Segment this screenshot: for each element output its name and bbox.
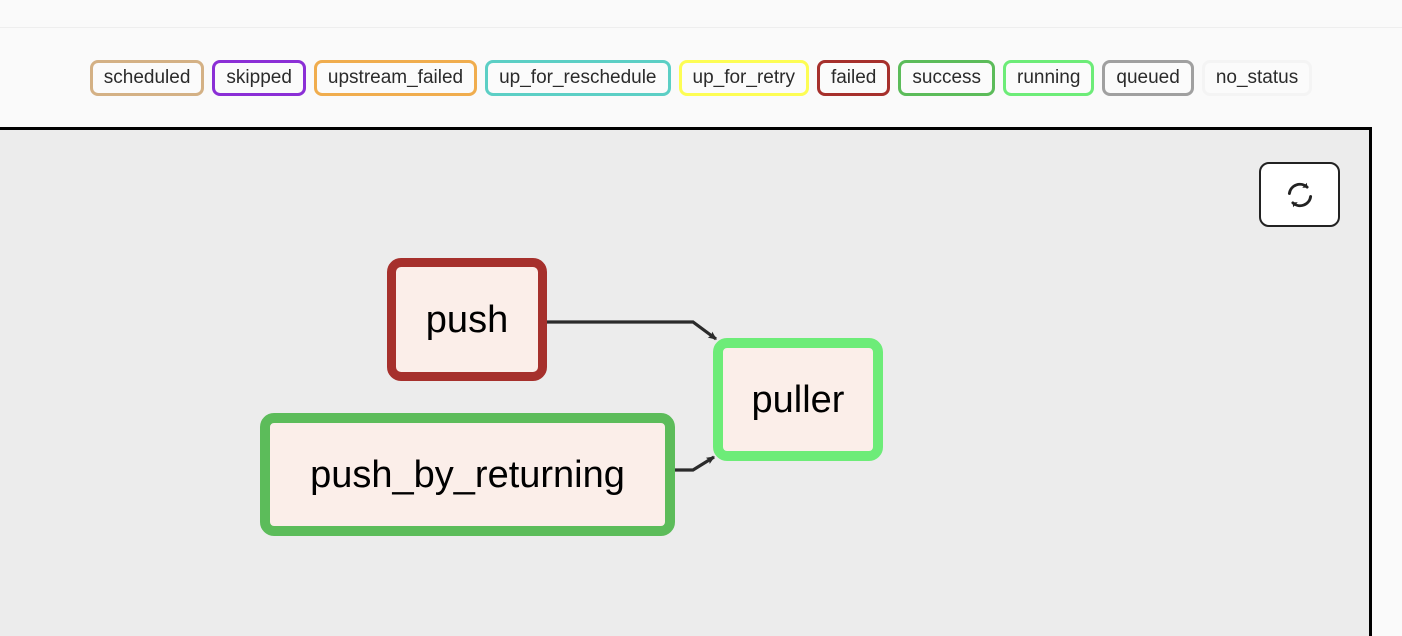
legend-badge-up_for_reschedule[interactable]: up_for_reschedule — [485, 59, 671, 96]
legend-badge-label: skipped — [226, 67, 292, 88]
legend-badge-skipped[interactable]: skipped — [212, 59, 306, 96]
legend-badge-no_status[interactable]: no_status — [1201, 59, 1313, 96]
legend-badge-label: no_status — [1215, 67, 1299, 88]
graph-node-label: push_by_returning — [310, 453, 625, 496]
legend-badge-label: scheduled — [103, 67, 191, 88]
graph-node-push[interactable]: push — [387, 258, 547, 381]
legend-badge-label: running — [1017, 67, 1081, 88]
edge-push-to-puller — [546, 320, 717, 341]
task-status-legend: scheduled skipped upstream_failed up_for_re… — [0, 28, 1402, 127]
legend-badge-label: failed — [830, 67, 877, 88]
graph-node-label: puller — [751, 378, 845, 421]
legend-badge-label: up_for_reschedule — [499, 67, 657, 88]
graph-node-push_by_returning[interactable]: push_by_returning — [260, 413, 675, 536]
refresh-button[interactable] — [1259, 162, 1340, 227]
header-divider — [0, 27, 1402, 28]
legend-badge-label: success — [912, 67, 982, 88]
graph-panel[interactable]: push puller push_by_returning — [0, 127, 1372, 636]
legend-badge-success[interactable]: success — [898, 59, 996, 96]
legend-badge-label: queued — [1116, 67, 1180, 88]
graph-node-label: push — [425, 298, 509, 341]
legend-badge-label: up_for_retry — [692, 67, 795, 88]
edge-push_by_returning-to-puller — [672, 455, 716, 472]
legend-badge-up_for_retry[interactable]: up_for_retry — [678, 59, 809, 96]
graph-node-puller[interactable]: puller — [713, 338, 883, 461]
legend-badge-upstream_failed[interactable]: upstream_failed — [313, 59, 478, 96]
graph-canvas[interactable]: push puller push_by_returning — [0, 130, 1369, 636]
legend-badge-queued[interactable]: queued — [1102, 59, 1194, 96]
graph-edges — [546, 320, 717, 472]
refresh-icon — [1285, 180, 1315, 210]
legend-badge-label: upstream_failed — [327, 67, 464, 88]
legend-badge-scheduled[interactable]: scheduled — [89, 59, 205, 96]
legend-badge-running[interactable]: running — [1003, 59, 1095, 96]
legend-badge-failed[interactable]: failed — [816, 59, 891, 96]
